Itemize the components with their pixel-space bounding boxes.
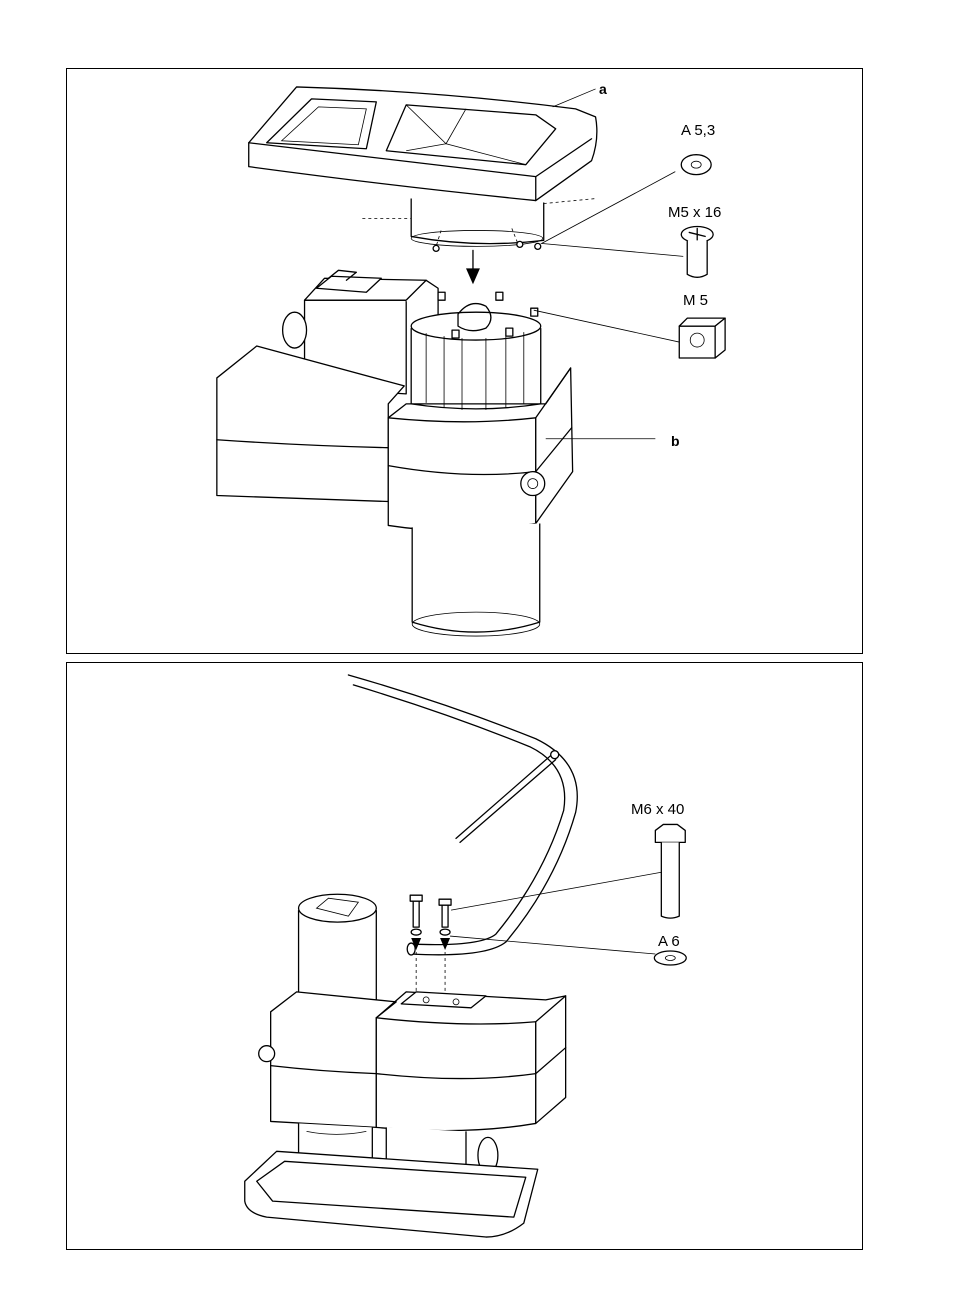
callout-label-washer-a6: A 6 [658, 934, 680, 950]
callout-label-nut-m5: M 5 [683, 293, 708, 309]
bolt-m6x40-part [655, 824, 685, 918]
assembly-figure-top: a A 5,3 M5 x 16 M 5 b [66, 68, 863, 654]
shredder-housing-part-b [217, 270, 573, 636]
callout-label-washer-a53: A 5,3 [681, 123, 715, 139]
handle-assembly-drawing [67, 663, 862, 1249]
nut-m5-part [679, 318, 725, 358]
washer-a53-part [681, 155, 711, 175]
assembly-arrow-icon [466, 250, 480, 284]
assembly-figure-bottom: M6 x 40 A 6 [66, 662, 863, 1250]
push-handle-tube [348, 675, 577, 955]
hopper-assembly-drawing [67, 69, 862, 653]
callout-label-b: b [671, 433, 680, 449]
callout-label-screw-m5x16: M5 x 16 [668, 205, 721, 221]
bolts-and-washers-mount [410, 895, 451, 1002]
callout-label-bolt-m6x40: M6 x 40 [631, 802, 684, 818]
hopper-tray-part-a [249, 87, 597, 251]
callout-label-a: a [599, 81, 607, 97]
leader-lines [450, 872, 661, 954]
washer-a6-part [654, 951, 686, 965]
shredder-body [245, 894, 566, 1237]
screw-m5x16-part [681, 226, 713, 277]
